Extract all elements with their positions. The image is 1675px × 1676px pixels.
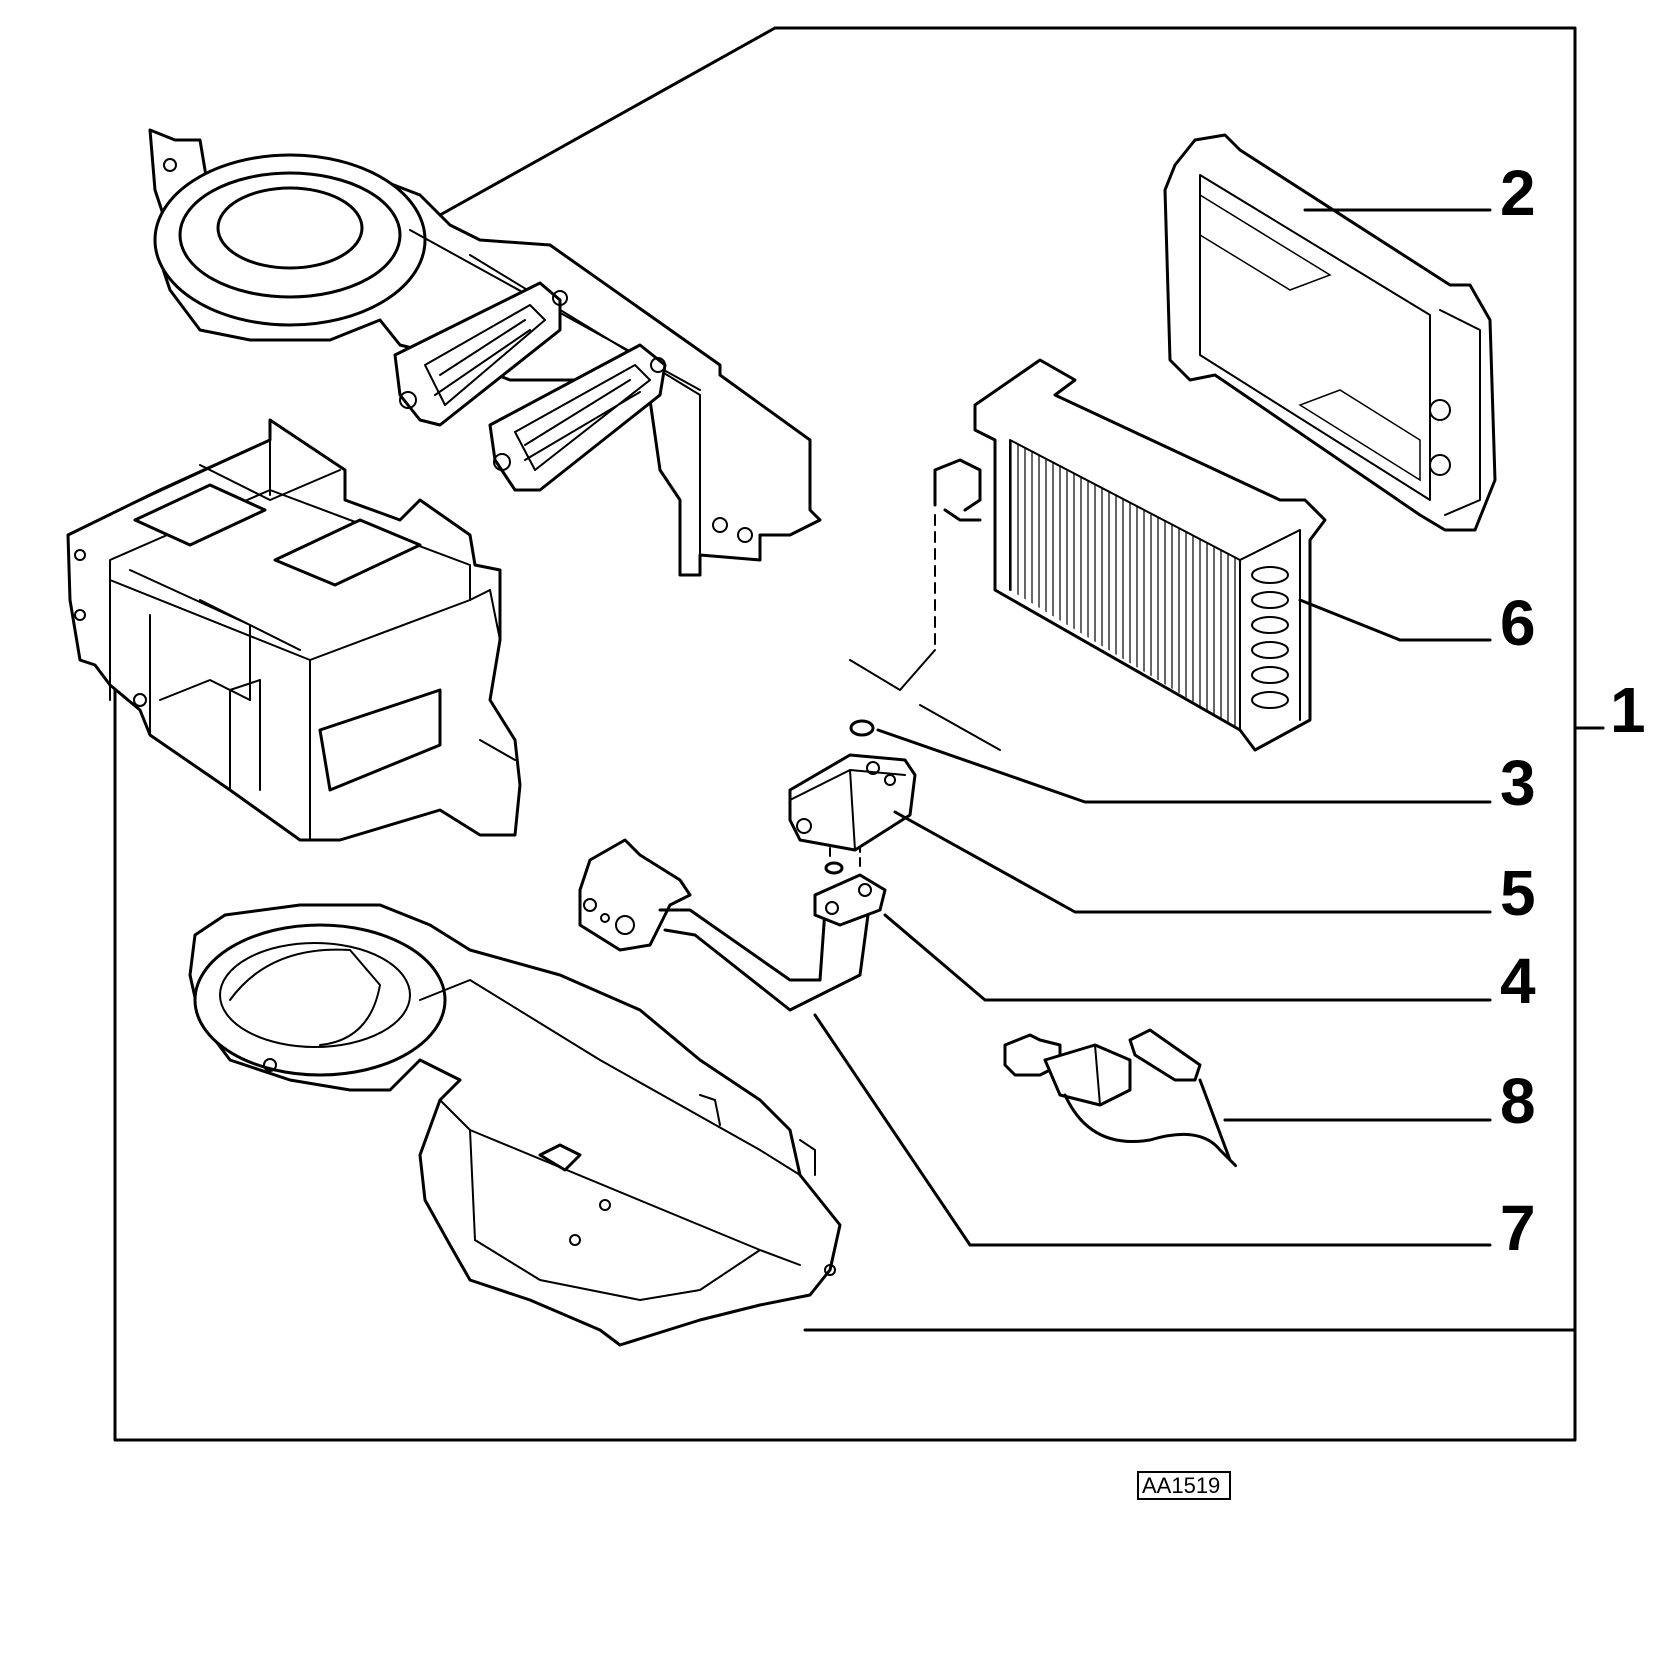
cabin-filter (1163, 133, 1497, 532)
evaporator-tube-coils (1251, 566, 1289, 709)
leader-line-4 (883, 913, 1492, 1002)
callout-3: 3 (1500, 747, 1536, 819)
temperature-sensor (1003, 1028, 1238, 1168)
reference-code-box: AA1519 (1137, 1471, 1231, 1500)
refrigerant-pipe (578, 838, 887, 1012)
leader-line-3 (876, 728, 1492, 804)
o-ring-seal (849, 719, 875, 737)
callout-1: 1 (1610, 674, 1646, 746)
lower-blower-housing (188, 903, 842, 1347)
callout-8: 8 (1500, 1065, 1536, 1137)
leader-line-5 (893, 810, 1492, 914)
heater-distribution-box (66, 418, 522, 842)
evaporator-core (933, 358, 1327, 752)
callout-labels: 1 2 3 4 5 6 7 8 (1500, 157, 1646, 1264)
assembly-guide-lines (829, 514, 1001, 871)
assembly-bracket (113, 26, 1605, 1442)
leader-line-6 (1298, 598, 1402, 642)
callout-5: 5 (1500, 857, 1536, 929)
reference-code: AA1519 (1142, 1473, 1220, 1498)
callout-2: 2 (1500, 157, 1536, 229)
expansion-valve (788, 753, 917, 852)
callout-7: 7 (1500, 1192, 1536, 1264)
callout-4: 4 (1500, 945, 1536, 1017)
leader-line-upper-housing (438, 26, 777, 217)
callout-6: 6 (1500, 587, 1536, 659)
leader-line-7 (813, 1013, 1492, 1247)
upper-blower-housing (148, 128, 822, 577)
